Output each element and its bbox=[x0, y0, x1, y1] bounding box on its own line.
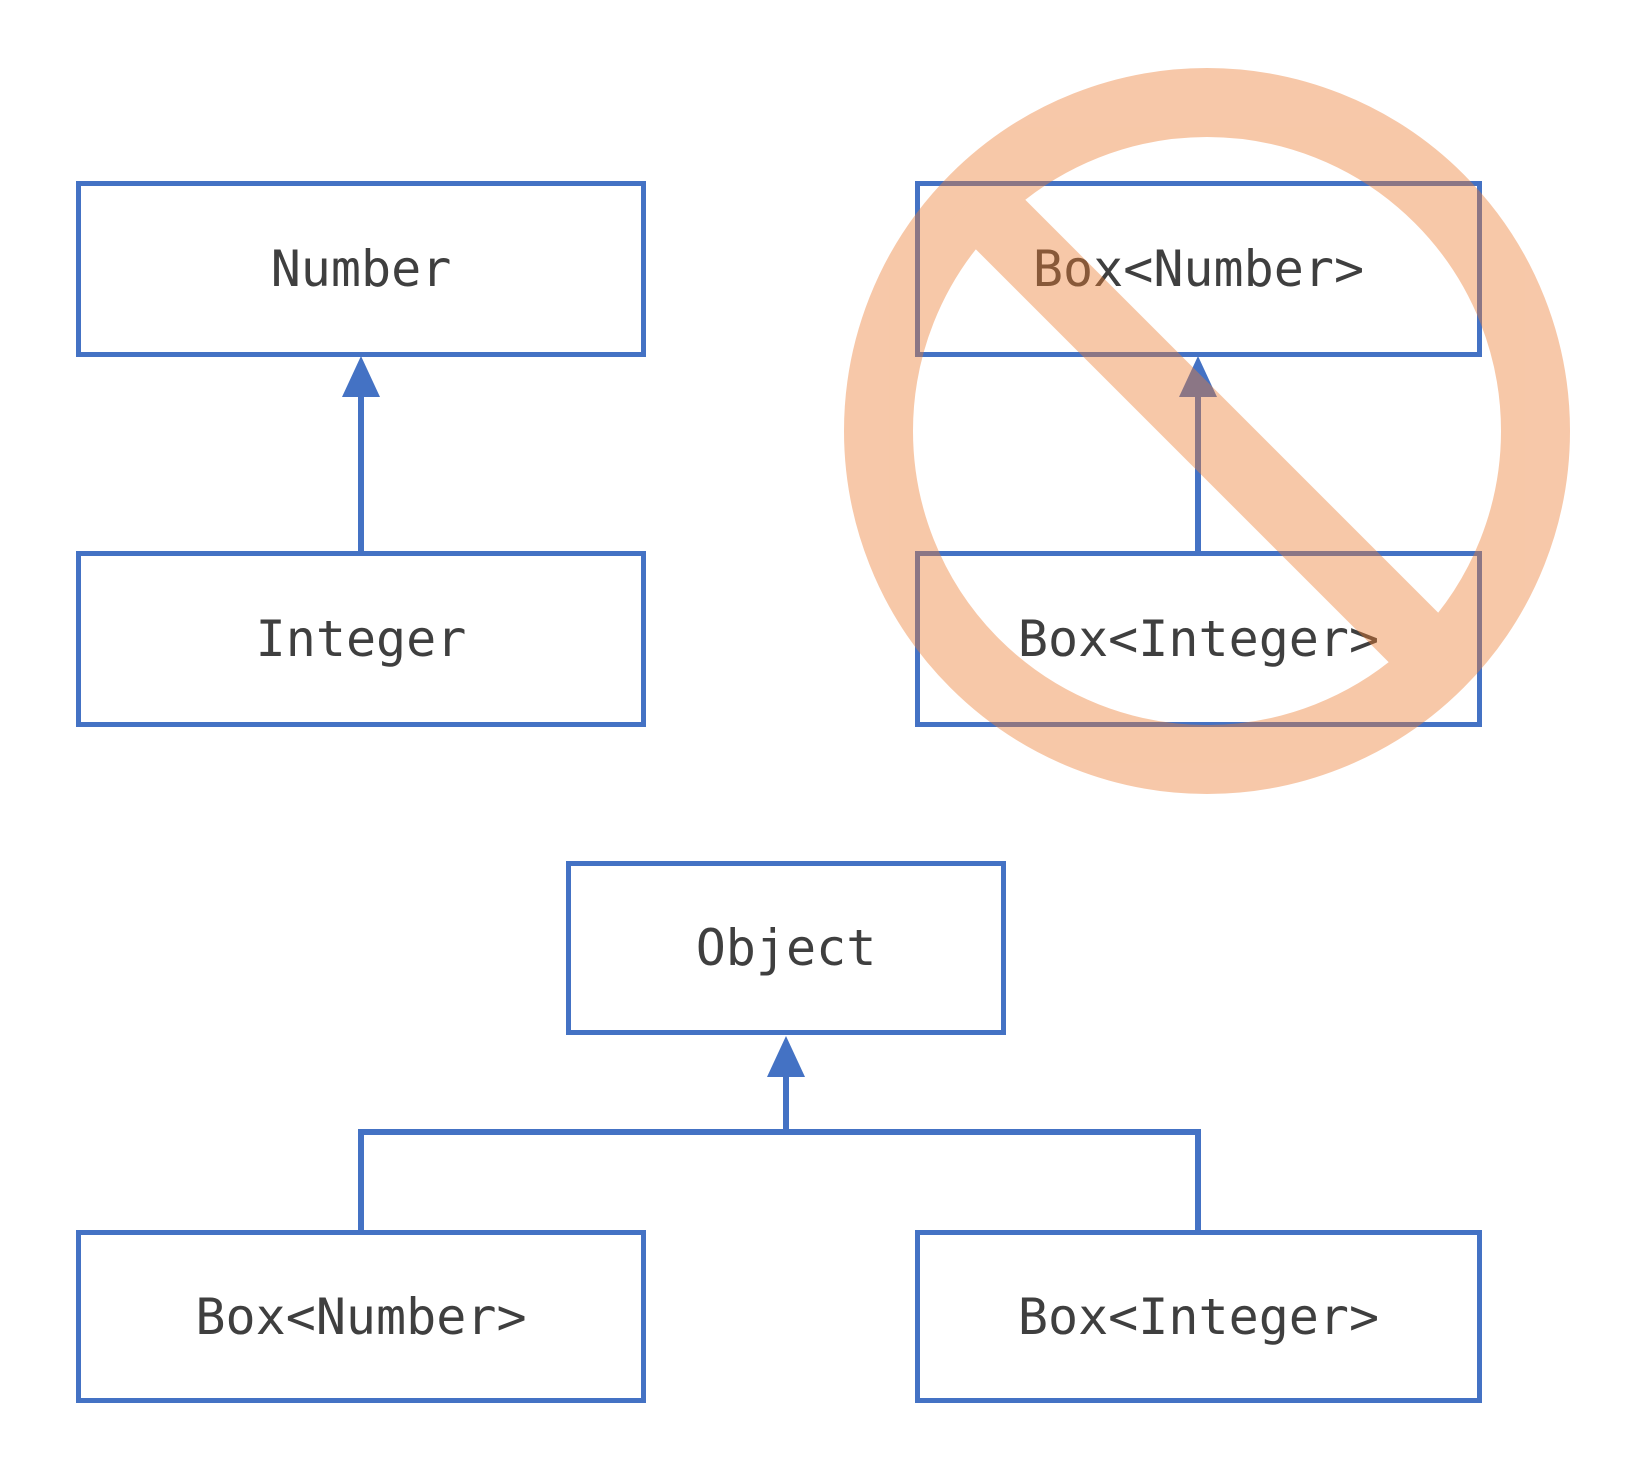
arrow-up-icon bbox=[342, 356, 380, 397]
inheritance-arrow-box-integer-to-box-number bbox=[1179, 356, 1217, 551]
class-label-number: Number bbox=[270, 240, 452, 298]
tree-connector-children-to-object bbox=[358, 1036, 1201, 1230]
class-box-box-number: Box<Number> bbox=[76, 1230, 646, 1403]
class-label-object: Object bbox=[695, 919, 877, 977]
class-label-box-number: Box<Number> bbox=[195, 1287, 527, 1346]
arrow-up-icon bbox=[1179, 356, 1217, 397]
class-label-integer: Integer bbox=[255, 610, 467, 668]
class-box-number: Number bbox=[76, 181, 646, 357]
tree-connector-line bbox=[358, 1129, 1201, 1230]
class-label-box-integer-invalid: Box<Integer> bbox=[1017, 610, 1380, 668]
class-label-box-number-invalid: Box<Number> bbox=[1032, 240, 1365, 298]
class-box-integer: Integer bbox=[76, 551, 646, 727]
inheritance-arrow-integer-to-number bbox=[342, 356, 380, 551]
arrow-up-icon bbox=[767, 1036, 805, 1077]
class-label-box-integer: Box<Integer> bbox=[1017, 1287, 1380, 1346]
class-box-object: Object bbox=[566, 861, 1006, 1035]
class-box-box-integer: Box<Integer> bbox=[915, 1230, 1482, 1403]
class-box-box-integer-invalid: Box<Integer> bbox=[915, 551, 1482, 727]
class-box-box-number-invalid: Box<Number> bbox=[915, 181, 1482, 357]
